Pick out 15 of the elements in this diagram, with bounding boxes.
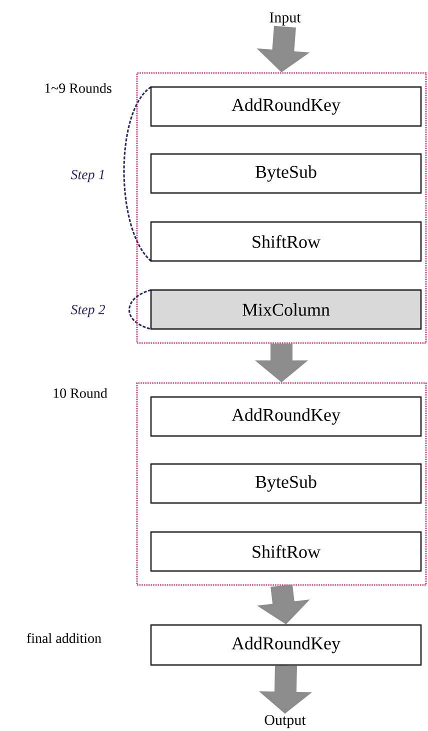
io-label: Input <box>270 12 301 26</box>
step-box: AddRoundKey <box>150 624 422 666</box>
io-label: Output <box>264 714 306 728</box>
stage-note: final addition <box>26 633 102 643</box>
step-box: ShiftRow <box>150 531 422 572</box>
step-label: Step 2 <box>70 304 105 318</box>
step-box: ShiftRow <box>150 221 422 262</box>
step-box: AddRoundKey <box>150 396 422 437</box>
group-title: 10 Round <box>54 388 108 398</box>
step-box: ByteSub <box>150 463 422 504</box>
step-box: AddRoundKey <box>150 86 422 127</box>
step-box: MixColumn <box>150 289 422 330</box>
step-box: ByteSub <box>150 153 422 194</box>
group-title: 1~9 Rounds <box>45 83 112 93</box>
step-label: Step 1 <box>70 170 104 182</box>
